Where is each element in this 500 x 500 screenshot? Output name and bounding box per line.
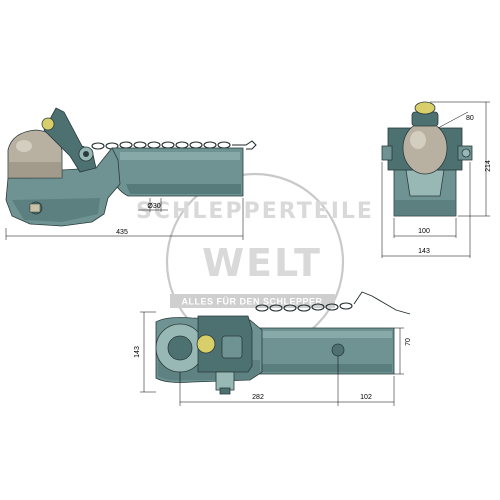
dim-front-inner-width: 100: [418, 228, 430, 235]
dim-top-height: 143: [134, 346, 141, 358]
side-latch-knob: [41, 117, 55, 131]
dim-top-length-1: 282: [252, 394, 264, 401]
dim-top-length-2: 102: [360, 394, 372, 401]
top-bolt: [215, 371, 235, 391]
dim-front-outer-width: 143: [418, 248, 430, 255]
top-view: 143 70 282 102: [134, 291, 412, 406]
watermark-subtitle: WELT: [202, 241, 322, 285]
watermark-banner: [170, 294, 335, 308]
dim-front-ball-radius: 80: [466, 115, 474, 122]
watermark: SCHLEPPERTEILE WELT ALLES FÜR DEN SCHLEP…: [136, 172, 374, 352]
top-latch-knob: [196, 334, 216, 354]
dim-front-height: 214: [485, 160, 492, 172]
front-view: 80 214 100 143: [381, 101, 492, 258]
top-chain: [255, 291, 411, 315]
front-coupling-ball: [402, 121, 448, 175]
top-pin-hole: [331, 343, 345, 357]
side-chain: [91, 140, 257, 150]
dim-top-tube-width: 70: [405, 338, 412, 346]
dim-pin-diameter: Ø30: [147, 203, 160, 210]
dim-side-length: 435: [116, 229, 128, 236]
watermark-title: SCHLEPPERTEILE: [136, 199, 374, 224]
side-view: 435 Ø30: [5, 107, 257, 240]
front-latch-knob: [414, 101, 436, 115]
watermark-banner-text: ALLES FÜR DEN SCHLEPPER: [181, 297, 322, 307]
